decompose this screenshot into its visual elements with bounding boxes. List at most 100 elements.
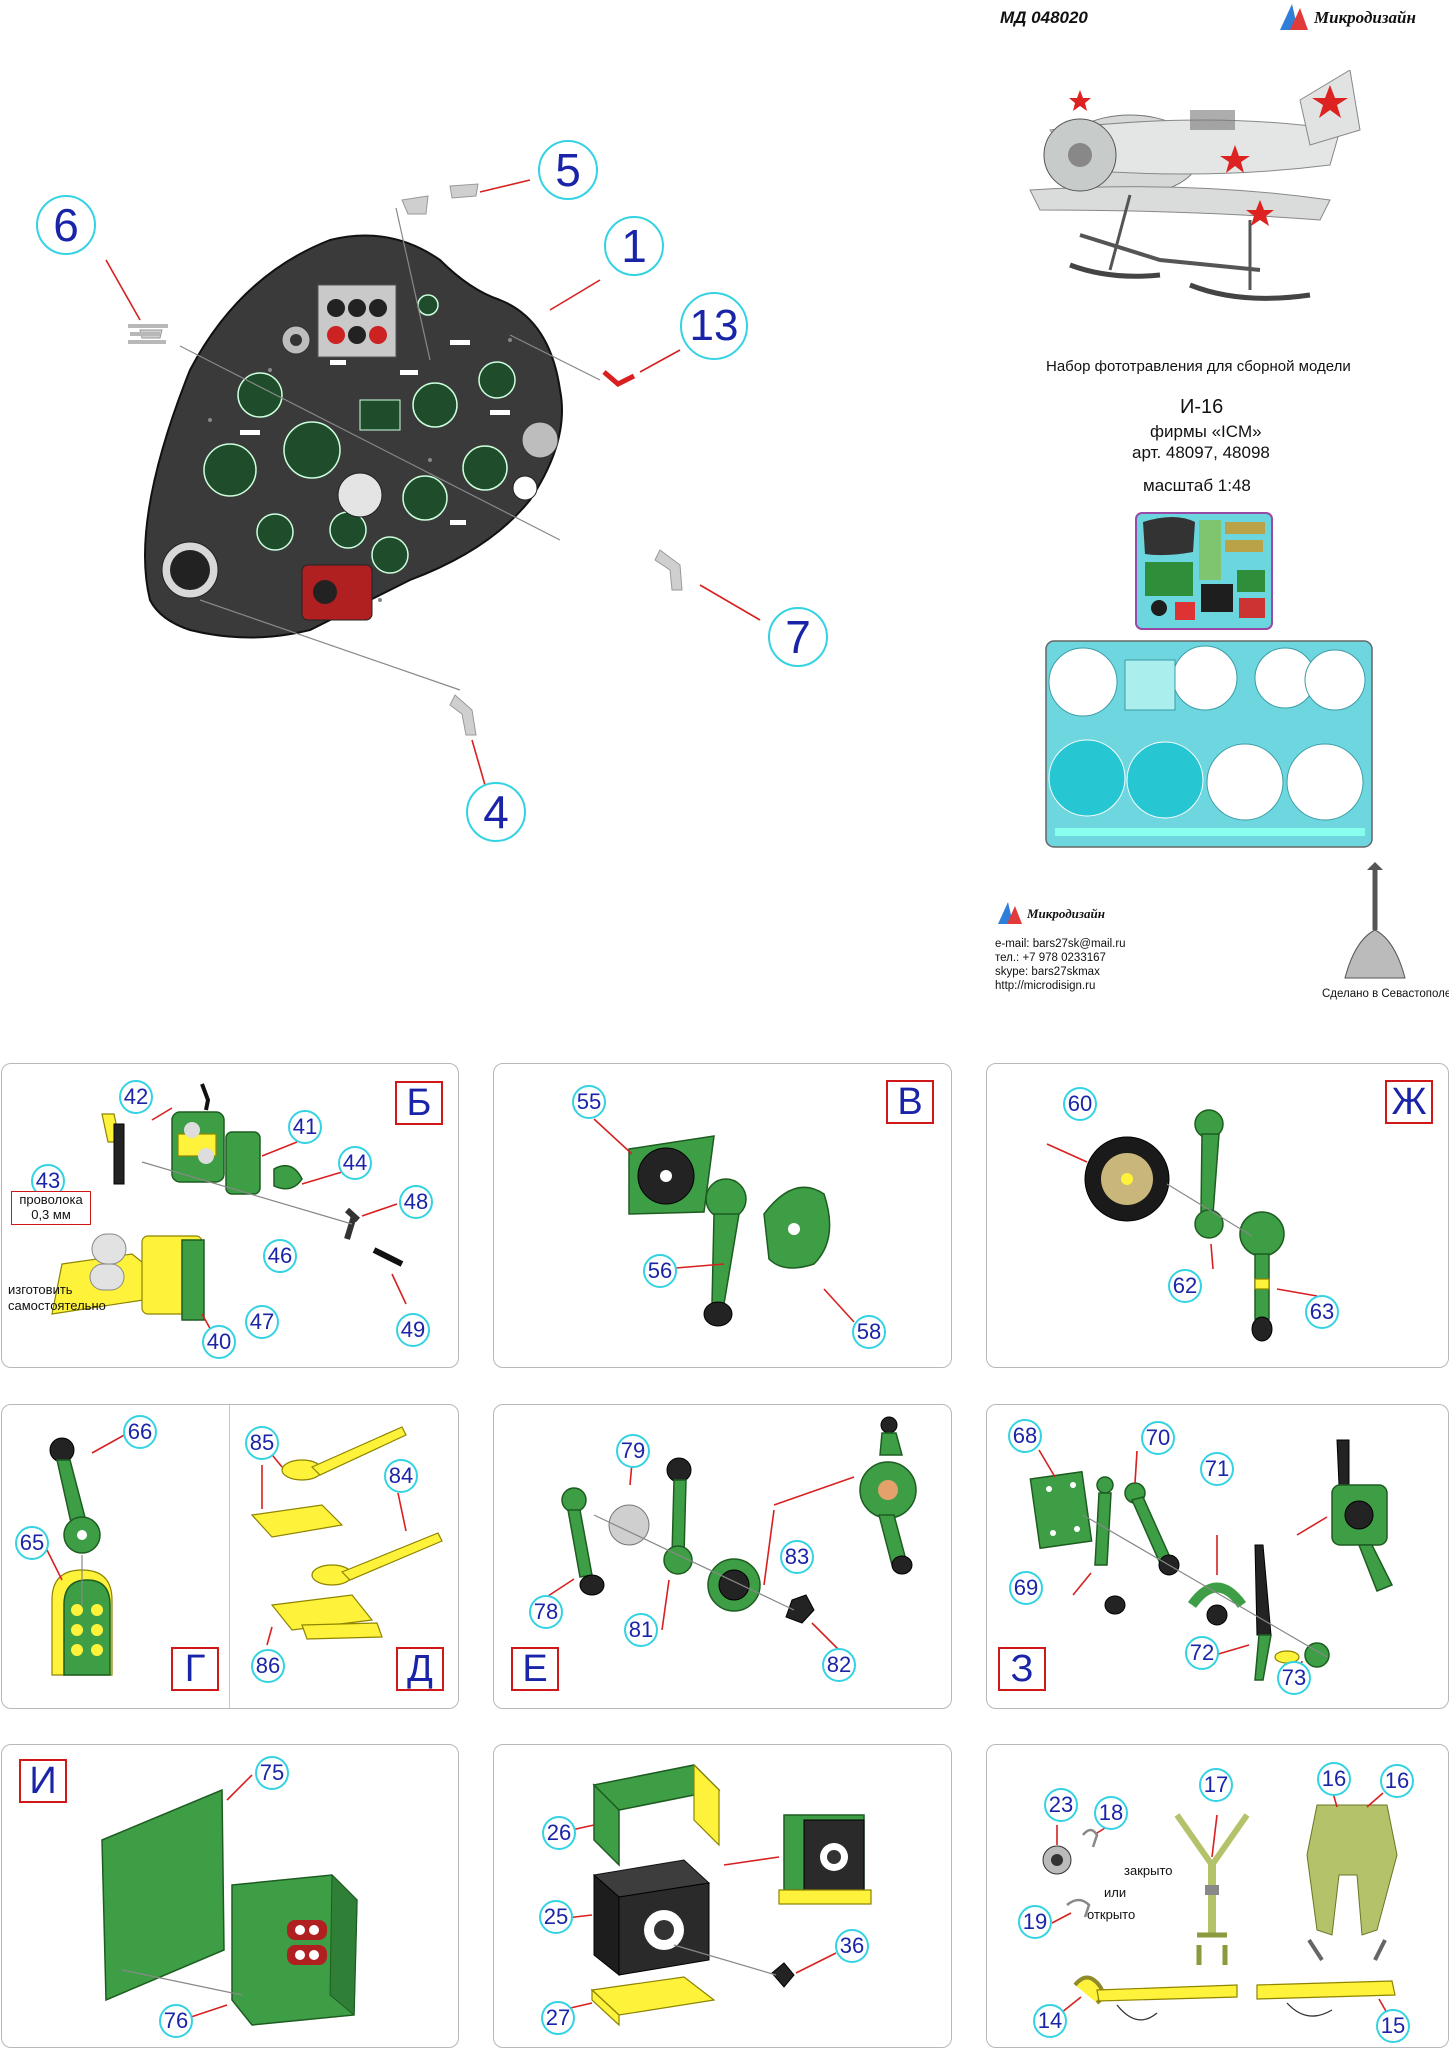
- part-48: 48: [399, 1185, 433, 1219]
- panel-z-drawing: [1029, 1439, 1394, 1681]
- contact-email: e-mail: bars27sk@mail.ru: [995, 938, 1126, 950]
- label-open: открыто: [1087, 1907, 1136, 1922]
- self-make-line1: изготовить: [8, 1282, 73, 1297]
- part-58: 58: [852, 1315, 886, 1349]
- part-71: 71: [1200, 1452, 1234, 1486]
- color-fret-thumbnail: [1135, 512, 1273, 630]
- part-69: 69: [1009, 1571, 1043, 1605]
- part-19: 19: [1018, 1905, 1052, 1939]
- part-17: 17: [1199, 1768, 1233, 1802]
- callout-13: 13: [680, 292, 748, 360]
- part-16-right: 16: [1380, 1764, 1414, 1798]
- wire-label-line1: проволока: [19, 1192, 83, 1207]
- part-26: 26: [542, 1816, 576, 1850]
- part-79: 79: [616, 1434, 650, 1468]
- panel-i: И 75 76: [1, 1744, 459, 2048]
- self-make-line2: самостоятельно: [8, 1298, 106, 1313]
- part-18: 18: [1094, 1796, 1128, 1830]
- panel-radio: 26 25 36 27: [493, 1744, 952, 2048]
- part-75: 75: [255, 1756, 289, 1790]
- panel-g-letter: Г: [171, 1647, 219, 1691]
- part-81: 81: [624, 1613, 658, 1647]
- contact-phone: тел.: +7 978 0233167: [995, 952, 1106, 964]
- panel-v-drawing: [593, 1118, 855, 1327]
- part-83: 83: [780, 1540, 814, 1574]
- part-63: 63: [1305, 1295, 1339, 1329]
- panel-e-drawing: [541, 1416, 917, 1651]
- panel-g-d: Г Д 66 65 85 84 86: [1, 1404, 459, 1709]
- part-73: 73: [1277, 1661, 1311, 1695]
- panel-radio-drawing: [548, 1763, 872, 2027]
- part-27: 27: [541, 2001, 575, 2035]
- part-65: 65: [15, 1526, 49, 1560]
- part-25: 25: [539, 1900, 573, 1934]
- part-85: 85: [245, 1426, 279, 1460]
- part-72: 72: [1185, 1636, 1219, 1670]
- maker: фирмы «ICM»: [1150, 422, 1262, 441]
- panel-g-d-drawing: [46, 1426, 443, 1676]
- part-56: 56: [643, 1254, 677, 1288]
- contacts-brand: Микродизайн: [1027, 906, 1105, 921]
- contact-web: http://microdisign.ru: [995, 980, 1096, 992]
- panel-zh: Ж 60 62 63: [986, 1063, 1449, 1368]
- panel-zh-drawing: [1046, 1109, 1318, 1342]
- part-41: 41: [288, 1110, 322, 1144]
- label-closed: закрыто: [1124, 1863, 1173, 1878]
- brand-name: Микродизайн: [1314, 8, 1416, 27]
- part-23: 23: [1044, 1788, 1078, 1822]
- part-46: 46: [263, 1239, 297, 1273]
- panel-i-drawing: [101, 1774, 358, 2026]
- part-60: 60: [1063, 1087, 1097, 1121]
- part-78: 78: [529, 1595, 563, 1629]
- label-or: или: [1104, 1885, 1127, 1900]
- callout-1: 1: [604, 216, 664, 276]
- part-42: 42: [119, 1080, 153, 1114]
- panel-g-d-divider: [229, 1405, 230, 1708]
- part-66: 66: [123, 1415, 157, 1449]
- kit-line: Набор фототравления для сборной модели: [1046, 358, 1351, 375]
- panel-d-letter: Д: [396, 1647, 444, 1691]
- contact-skype: skype: bars27skmax: [995, 966, 1100, 978]
- wire-label: проволока 0,3 мм: [11, 1191, 91, 1225]
- part-49: 49: [396, 1313, 430, 1347]
- part-44: 44: [338, 1146, 372, 1180]
- model-name: И-16: [1180, 396, 1224, 418]
- part-68: 68: [1008, 1419, 1042, 1453]
- contacts-logo: Микродизайн: [995, 900, 1145, 928]
- part-84: 84: [384, 1459, 418, 1493]
- callout-5: 5: [538, 140, 598, 200]
- part-40: 40: [202, 1325, 236, 1359]
- part-76: 76: [159, 2004, 193, 2038]
- sevastopol-monument-icon: [1344, 862, 1406, 979]
- part-16-left: 16: [1317, 1762, 1351, 1796]
- articles: арт. 48097, 48098: [1132, 443, 1270, 462]
- part-36: 36: [835, 1929, 869, 1963]
- dashboard-leaders: [105, 179, 761, 786]
- part-47: 47: [245, 1305, 279, 1339]
- callout-6: 6: [36, 195, 96, 255]
- part-86: 86: [251, 1649, 285, 1683]
- brand-logo-icon: [1280, 4, 1308, 30]
- panel-zh-letter: Ж: [1385, 1080, 1433, 1124]
- part-55: 55: [572, 1085, 606, 1119]
- panel-v: В 55 56 58: [493, 1063, 952, 1368]
- scale: масштаб 1:48: [1143, 476, 1251, 495]
- brand-logo: Микродизайн: [1276, 2, 1446, 32]
- contacts-logo-icon: [998, 902, 1022, 924]
- wire-label-line2: 0,3 мм: [31, 1207, 71, 1222]
- callout-7: 7: [768, 607, 828, 667]
- part-14: 14: [1033, 2004, 1067, 2038]
- part-70: 70: [1141, 1421, 1175, 1455]
- metal-fret-thumbnail: [1045, 640, 1373, 848]
- panel-b-drawing: [51, 1083, 407, 1333]
- part-15: 15: [1376, 2009, 1410, 2043]
- panel-e: Е 79 83 78 81 82: [493, 1404, 952, 1709]
- panel-b: Б 42 41 44 43 48 46 47 49 40 проволока 0…: [1, 1063, 459, 1368]
- panel-v-letter: В: [886, 1080, 934, 1124]
- panel-z-letter: З: [998, 1647, 1046, 1691]
- panel-e-letter: Е: [511, 1647, 559, 1691]
- panel-straps-drawing: [1042, 1792, 1398, 2021]
- panel-straps: 23 18 17 16 16 19 14 15 закрыто или откр…: [986, 1744, 1449, 2048]
- part-62: 62: [1168, 1269, 1202, 1303]
- panel-z: З 68 70 71 69 72 73: [986, 1404, 1449, 1709]
